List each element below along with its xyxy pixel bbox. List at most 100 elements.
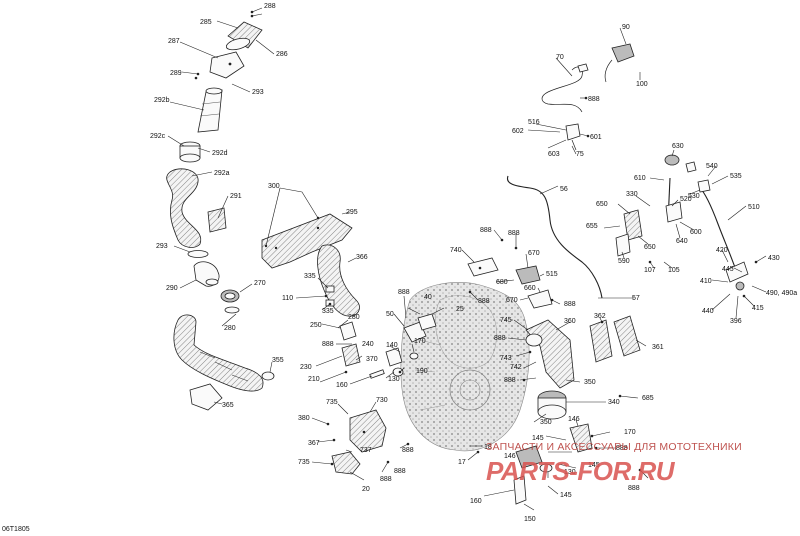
clamp-293 xyxy=(187,250,209,258)
callout: 350 xyxy=(540,419,552,426)
callout: 362 xyxy=(594,313,606,320)
callout: 105 xyxy=(668,267,680,274)
callout: 445 xyxy=(722,266,734,273)
intake-hose-292a xyxy=(166,168,202,248)
rod-520 xyxy=(665,177,683,223)
callout: 70 xyxy=(556,54,564,61)
callout: 737 xyxy=(360,447,372,454)
caliper-130 xyxy=(515,445,553,473)
callout: 590 xyxy=(618,258,630,265)
callout: 888 xyxy=(322,341,334,348)
lever-160 xyxy=(513,475,527,505)
callout: 743 xyxy=(500,355,512,362)
callout: 280 xyxy=(224,325,236,332)
callout: 290 xyxy=(166,285,178,292)
callout: 610 xyxy=(634,175,646,182)
callout: 330 xyxy=(626,191,638,198)
callout: 170 xyxy=(624,429,636,436)
callout: 355 xyxy=(272,357,284,364)
link-420 xyxy=(725,261,749,291)
callout: 40 xyxy=(424,294,432,301)
connector-270 xyxy=(220,289,240,303)
callout: 130 xyxy=(564,469,576,476)
callout: 160 xyxy=(470,498,482,505)
callout: 295 xyxy=(346,209,358,216)
callout: 888 xyxy=(628,485,640,492)
bracket-737 xyxy=(331,451,361,475)
callout: 25 xyxy=(456,306,464,313)
cable-56 xyxy=(506,175,603,299)
callout: 160 xyxy=(336,382,348,389)
callout: 50 xyxy=(386,311,394,318)
callout: 510 xyxy=(748,204,760,211)
filter-291 xyxy=(207,207,227,233)
callout: 888 xyxy=(504,377,516,384)
callout: 230 xyxy=(300,364,312,371)
callout: 190 xyxy=(416,368,428,375)
exhaust-360 xyxy=(525,319,575,389)
callout: 601 xyxy=(590,134,602,141)
callout: 361 xyxy=(652,344,664,351)
callout: 90 xyxy=(622,24,630,31)
clamp-280 xyxy=(224,306,240,314)
callout: 287 xyxy=(168,38,180,45)
shield-362 xyxy=(589,319,613,363)
callout: 18 xyxy=(484,444,492,451)
callout: 540 xyxy=(706,163,718,170)
callout: 335 xyxy=(304,273,316,280)
callout: 430 xyxy=(768,255,780,262)
watermark: ЗАПЧАСТИ И АКСЕССУАРЫ ДЛЯ МОТОТЕХНИКИ PA… xyxy=(486,441,796,493)
callout: 140 xyxy=(386,342,398,349)
callout: 888 xyxy=(398,289,410,296)
callout: 340 xyxy=(608,399,620,406)
callout: 110 xyxy=(282,295,293,302)
callout: 888 xyxy=(478,298,490,305)
callout: 685 xyxy=(642,395,654,402)
callout: 888 xyxy=(380,476,392,483)
callout: 293 xyxy=(156,243,168,250)
bracket-287 xyxy=(209,51,245,79)
callout: 240 xyxy=(362,341,374,348)
callout: 742 xyxy=(510,364,522,371)
callout: 530 xyxy=(688,193,700,200)
callout: 888 xyxy=(588,96,600,103)
callout: 670 xyxy=(506,297,518,304)
callout: 370 xyxy=(366,356,378,363)
intake-cap-285 xyxy=(225,21,263,51)
callout: 300 xyxy=(268,183,280,190)
callout: 740 xyxy=(450,247,462,254)
hardware-center xyxy=(325,285,437,379)
callout: 380 xyxy=(298,415,310,422)
callout: 75 xyxy=(576,151,584,158)
callout: 250 xyxy=(310,322,322,329)
callout: 17 xyxy=(458,459,466,466)
callout: 515 xyxy=(546,271,558,278)
callout: 145 xyxy=(532,435,544,442)
bracket-670 xyxy=(527,289,553,309)
callout: 292d xyxy=(212,150,228,157)
callout: 145 xyxy=(588,462,600,469)
cable-510 xyxy=(697,179,739,277)
callout: 367 xyxy=(308,440,320,447)
callout: 289 xyxy=(170,70,182,77)
callout: 210 xyxy=(308,376,320,383)
intake-tube-292b xyxy=(197,87,223,133)
callout: 366 xyxy=(356,254,368,261)
callout: 410 xyxy=(700,278,712,285)
callout: 292b xyxy=(154,97,170,104)
callout: 350 xyxy=(584,379,596,386)
callout: 107 xyxy=(644,267,656,274)
callout: 680 xyxy=(496,279,508,286)
hose-366 xyxy=(317,244,360,317)
callout: 360 xyxy=(564,318,576,325)
bracket-730 xyxy=(349,409,387,453)
callout: 516 xyxy=(528,119,540,126)
coupler-292c xyxy=(179,141,201,163)
callout: 640 xyxy=(676,238,688,245)
watermark-logo: PARTS-FOR.RU xyxy=(486,456,675,486)
callout: 730 xyxy=(376,397,388,404)
sensor-740 xyxy=(467,257,499,277)
pedal-630 xyxy=(664,154,697,173)
callout: 150 xyxy=(524,516,536,523)
callout: 286 xyxy=(276,51,288,58)
